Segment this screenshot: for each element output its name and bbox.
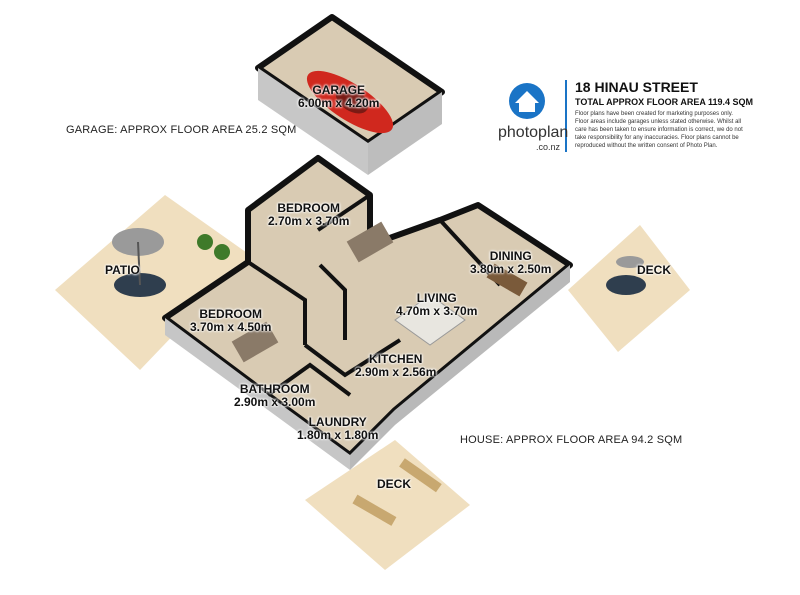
room-label-bedroom-2: BEDROOM 3.70m x 4.50m — [190, 308, 271, 334]
room-name: LAUNDRY — [308, 415, 367, 429]
room-name: GARAGE — [312, 83, 366, 97]
plant-icon — [197, 234, 213, 250]
room-dims: 2.90m x 3.00m — [234, 395, 316, 409]
patio-umbrella-icon — [112, 228, 166, 297]
room-label-kitchen: KITCHEN 2.90m x 2.56m — [355, 353, 436, 379]
room-dims: 1.80m x 1.80m — [297, 428, 379, 442]
room-name: LIVING — [416, 291, 457, 305]
room-label-bathroom: BATHROOM 2.90m x 3.00m — [234, 383, 315, 409]
room-label-dining: DINING 3.80m x 2.50m — [470, 250, 551, 276]
plant-icon — [214, 244, 230, 260]
room-name: BATHROOM — [239, 382, 310, 396]
outdoor-label-deck-south: DECK — [377, 477, 412, 491]
room-dims: 2.70m x 3.70m — [268, 214, 350, 228]
room-label-bedroom-1: BEDROOM 2.70m x 3.70m — [268, 202, 349, 228]
bench-icon — [399, 458, 442, 493]
outdoor-label-patio: PATIO — [105, 263, 140, 277]
bench-icon — [352, 494, 397, 526]
room-name: BEDROOM — [277, 201, 341, 215]
garage-area-caption: GARAGE: APPROX FLOOR AREA 25.2 SQM — [66, 124, 297, 136]
bed-icon — [346, 221, 394, 263]
house-logo-icon — [509, 83, 545, 119]
room-name: DINING — [489, 249, 532, 263]
property-title: 18 HINAU STREET — [575, 79, 698, 95]
room-dims: 3.70m x 4.50m — [190, 320, 272, 334]
bed-icon — [231, 321, 279, 363]
living-rug — [394, 294, 466, 346]
brand-name: photoplan — [498, 124, 569, 141]
house-structure — [162, 155, 573, 470]
room-name: KITCHEN — [369, 352, 423, 366]
room-name: BEDROOM — [199, 307, 263, 321]
total-floor-area: TOTAL APPROX FLOOR AREA 119.4 SQM — [575, 97, 754, 107]
deck-table-icon — [606, 256, 646, 295]
room-label-laundry: LAUNDRY 1.80m x 1.80m — [297, 416, 378, 442]
outdoor-label-deck-east: DECK — [637, 263, 672, 277]
house-area-caption: HOUSE: APPROX FLOOR AREA 94.2 SQM — [460, 434, 683, 446]
room-label-living: LIVING 4.70m x 3.70m — [396, 292, 477, 318]
garage-structure — [255, 14, 445, 175]
room-dims: 2.90m x 2.56m — [355, 365, 437, 379]
room-dims: 4.70m x 3.70m — [396, 304, 478, 318]
room-dims: 3.80m x 2.50m — [470, 262, 552, 276]
room-dims: 6.00m x 4.20m — [298, 96, 380, 110]
disclaimer-text: Floor plans have been created for market… — [575, 111, 743, 149]
deck-south-pad — [305, 440, 470, 570]
room-label-garage: GARAGE 6.00m x 4.20m — [298, 84, 379, 110]
brand-suffix: .co.nz — [536, 142, 561, 152]
car-icon — [306, 70, 394, 134]
dining-table-icon — [486, 263, 528, 297]
